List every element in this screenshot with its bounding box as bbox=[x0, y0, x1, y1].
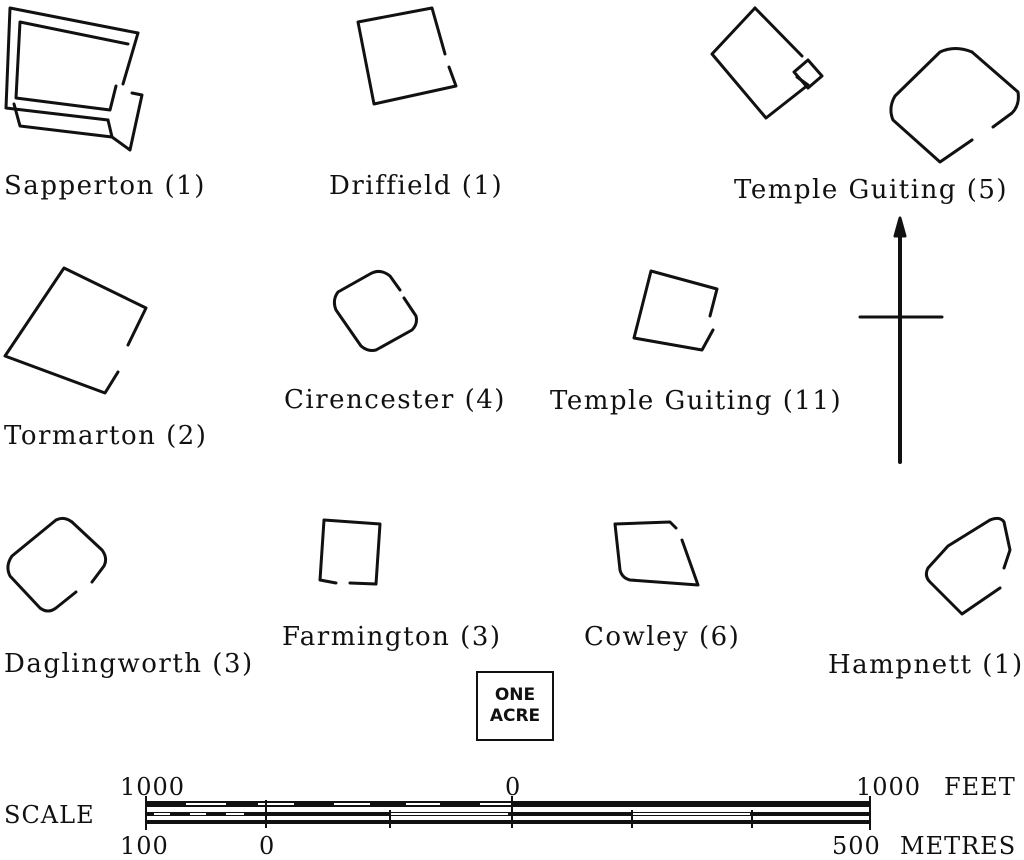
temple-guiting-11-enclosure bbox=[632, 269, 719, 352]
label-temple-guiting-11: Temple Guiting (11) bbox=[550, 386, 843, 416]
scale-bar bbox=[145, 796, 871, 830]
scale-label: SCALE bbox=[4, 801, 95, 829]
label-driffield: Driffield (1) bbox=[329, 171, 504, 201]
cirencester-enclosure bbox=[332, 269, 418, 352]
metres-left-value: 100 bbox=[120, 832, 169, 860]
temple-guiting-5-enclosures bbox=[710, 6, 1020, 164]
hampnett-enclosure bbox=[988, 516, 1012, 570]
farmington-enclosure bbox=[318, 518, 382, 586]
label-sapperton: Sapperton (1) bbox=[4, 171, 206, 201]
tormarton-enclosure bbox=[3, 266, 148, 395]
daglingworth-enclosure bbox=[6, 516, 78, 613]
feet-right-value: 1000 bbox=[856, 773, 922, 801]
feet-unit: FEET bbox=[944, 773, 1016, 801]
one-acre-box: ONE ACRE bbox=[476, 671, 554, 741]
label-farmington: Farmington (3) bbox=[282, 622, 502, 652]
sapperton-enclosure bbox=[4, 6, 144, 152]
label-cirencester: Cirencester (4) bbox=[284, 385, 506, 415]
label-hampnett: Hampnett (1) bbox=[828, 650, 1024, 680]
metres-right-value: 500 bbox=[832, 832, 881, 860]
feet-left-value: 1000 bbox=[120, 773, 186, 801]
label-tormarton: Tormarton (2) bbox=[4, 421, 208, 451]
label-cowley: Cowley (6) bbox=[584, 622, 741, 652]
acre-line-1: ONE bbox=[494, 684, 536, 705]
cowley-enclosure bbox=[613, 520, 700, 587]
metres-unit: METRES bbox=[900, 832, 1017, 860]
driffield-enclosure bbox=[356, 6, 458, 106]
label-temple-guiting-5: Temple Guiting (5) bbox=[734, 175, 1009, 205]
feet-mid-value: 0 bbox=[505, 773, 522, 801]
acre-line-2: ACRE bbox=[489, 706, 541, 726]
north-arrow bbox=[858, 216, 944, 464]
label-daglingworth: Daglingworth (3) bbox=[4, 649, 254, 679]
metres-mid-value: 0 bbox=[259, 832, 276, 860]
